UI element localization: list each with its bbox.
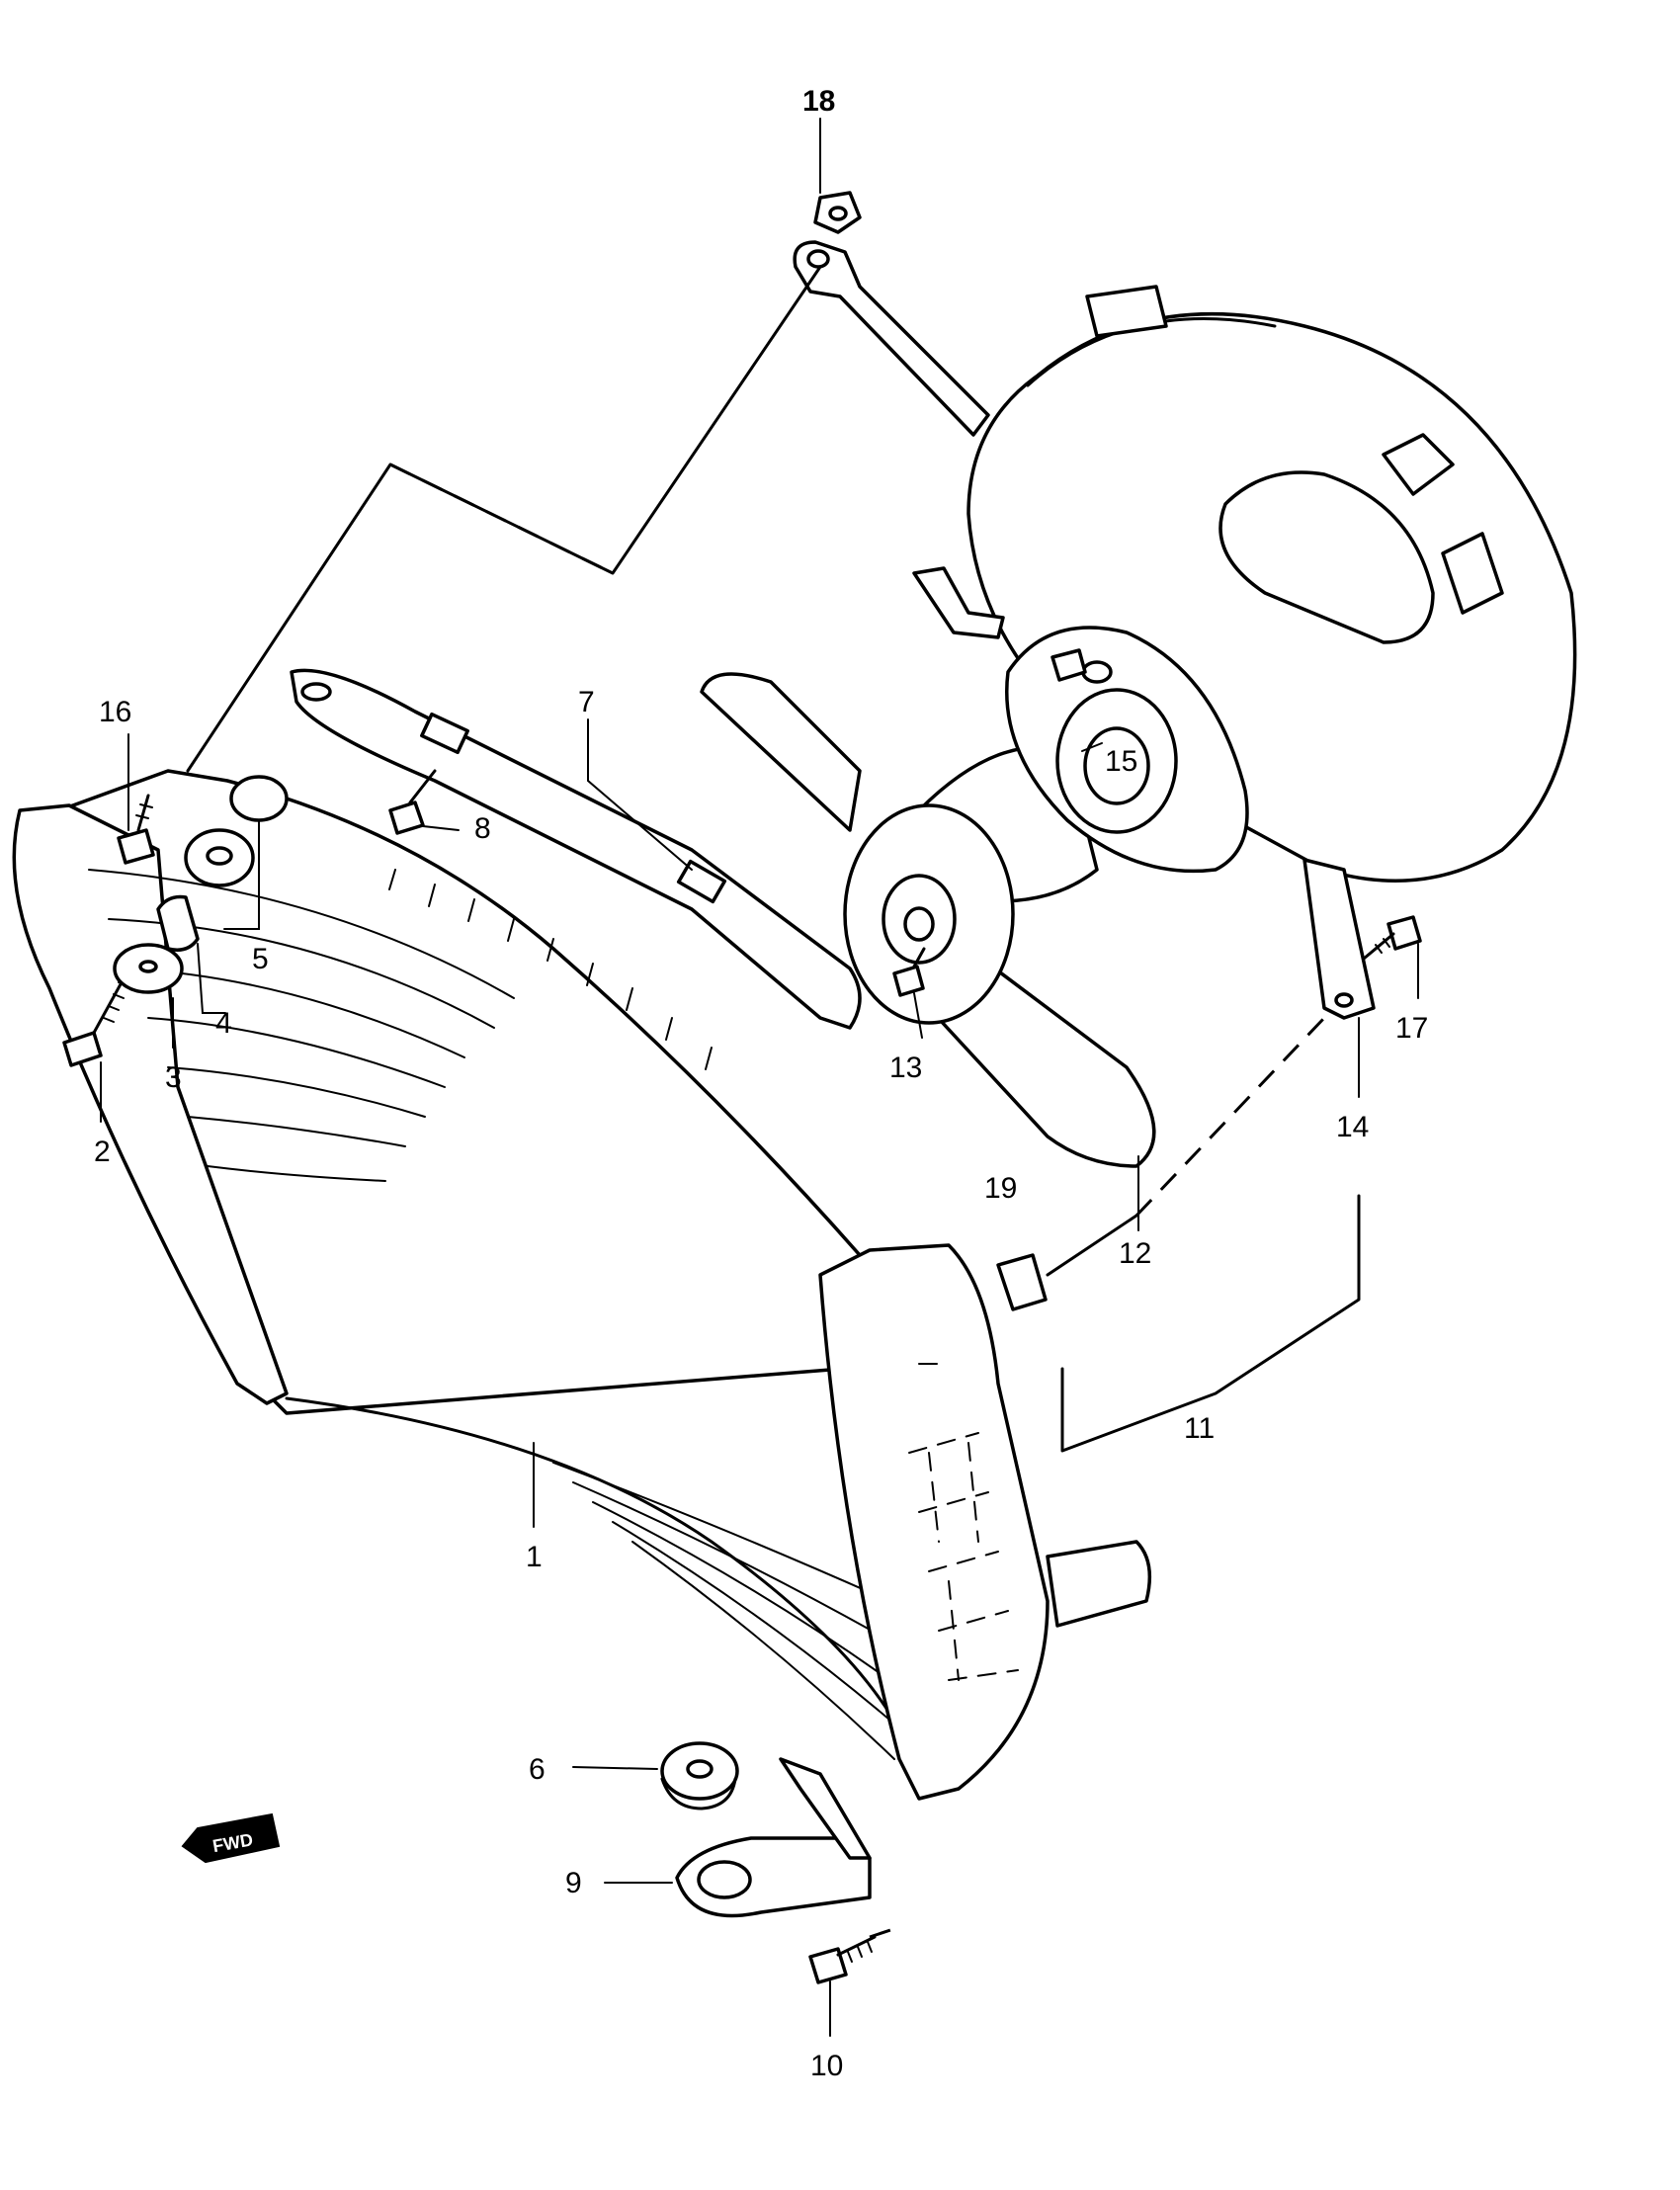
callout-14: 14 [1336, 1111, 1369, 1143]
callout-15: 15 [1105, 745, 1137, 778]
callout-3: 3 [165, 1061, 182, 1094]
callout-1: 1 [526, 1541, 543, 1573]
radiator [12, 769, 906, 1760]
callouts: 1 2 3 4 5 6 7 8 9 10 11 12 13 14 15 16 1… [94, 85, 1428, 2082]
bolt-part-8 [388, 769, 437, 835]
callout-10: 10 [810, 2050, 843, 2082]
callout-5: 5 [252, 943, 269, 975]
callout-13: 13 [889, 1052, 922, 1084]
grommet-part-5 [184, 828, 255, 887]
callout-17: 17 [1395, 1012, 1428, 1045]
callout-9: 9 [565, 1867, 582, 1899]
callout-16: 16 [99, 696, 131, 728]
callout-2: 2 [94, 1136, 111, 1168]
fan-mount-bracket-upper [793, 240, 990, 437]
leader-lines [100, 118, 1419, 2037]
clip-part-19 [996, 1253, 1048, 1311]
bolt-part-17 [1362, 915, 1422, 961]
radiator-upper-bracket [290, 668, 862, 1030]
grommet-part-6 [660, 1741, 739, 1811]
assembly-lines [186, 265, 1361, 1939]
callout-11: 11 [1184, 1412, 1215, 1445]
callout-7: 7 [578, 686, 595, 718]
washer-part-3 [113, 943, 184, 994]
radiator-side-tank [818, 1243, 1152, 1801]
bolt-part-10 [808, 1935, 877, 1984]
bolt-part-15 [1050, 648, 1087, 682]
fan-mount-bracket-lower [1302, 858, 1376, 1020]
collar-part-4 [156, 894, 200, 952]
nut-part-18 [813, 191, 862, 234]
callout-8: 8 [474, 812, 491, 845]
callout-12: 12 [1119, 1237, 1151, 1270]
callout-19: 19 [984, 1172, 1017, 1205]
fan-mount-tab [912, 566, 1005, 639]
callout-6: 6 [529, 1753, 546, 1786]
bolt-part-13 [892, 947, 926, 997]
callout-4: 4 [215, 1007, 232, 1040]
fan-motor [1005, 626, 1249, 874]
lower-bracket-part-9 [675, 1757, 872, 1918]
bolt-part-16 [117, 794, 155, 865]
callout-18: 18 [802, 85, 835, 118]
cooling-fan [700, 672, 1156, 1168]
fwd-arrow-badge: FWD [181, 1812, 281, 1864]
grommet-part-5b [229, 775, 289, 822]
